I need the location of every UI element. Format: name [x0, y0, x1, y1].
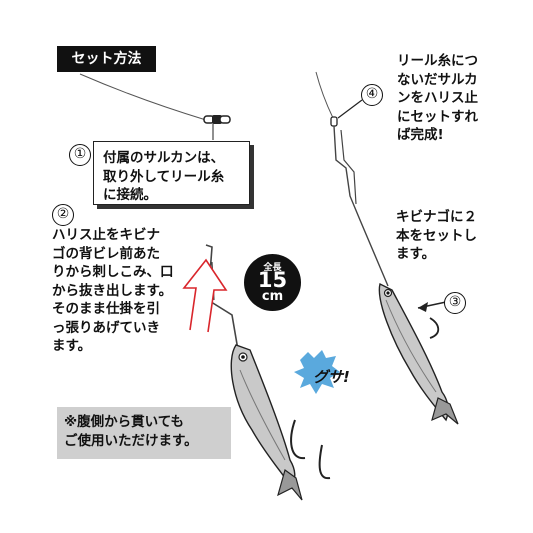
length-unit: cm	[261, 289, 284, 304]
snap-icon	[330, 116, 338, 127]
fish-icon	[378, 282, 459, 425]
step2-number: ②	[52, 204, 74, 226]
hook-icon	[429, 317, 440, 339]
pointer-arrowhead-icon	[418, 302, 428, 312]
leader-line	[340, 129, 357, 205]
step1-box: 付属のサルカンは、 取り外してリール糸 に接続。	[93, 141, 250, 205]
reel-line	[315, 71, 334, 119]
length-badge: 全長 15 cm	[244, 254, 301, 311]
hook-icon	[290, 419, 306, 460]
step3-text: キビナゴに２ 本をセットし ます。	[396, 209, 477, 262]
callout-burst-icon	[294, 350, 340, 394]
step3-number: ③	[444, 292, 466, 314]
step1-text: 付属のサルカンは、 取り外してリール糸 に接続。	[103, 150, 225, 203]
length-value: 15	[257, 268, 288, 292]
step4-number: ④	[361, 84, 383, 106]
swivel-icon	[203, 115, 231, 124]
title-label: セット方法	[57, 46, 156, 72]
step2-text: ハリス止をキビナ ゴの背ビレ前あた りから刺しこみ、口 から抜き出します。 その…	[52, 227, 174, 354]
pull-arrow-icon	[182, 258, 228, 333]
reel-line	[79, 73, 207, 121]
step4-pointer	[337, 99, 363, 119]
fish-icon	[230, 344, 303, 501]
length-label: 全長	[263, 263, 282, 273]
step4-text: リール糸につ ないだサルカ ンをハリス止 にセットすれ ば完成!	[397, 53, 478, 143]
hook-icon	[318, 444, 331, 480]
callout-text: グサ!	[313, 368, 350, 386]
step1-number: ①	[69, 144, 91, 166]
note-box: ※腹側から貫いても ご使用いただけます。	[57, 407, 231, 459]
leader-line	[333, 125, 389, 287]
